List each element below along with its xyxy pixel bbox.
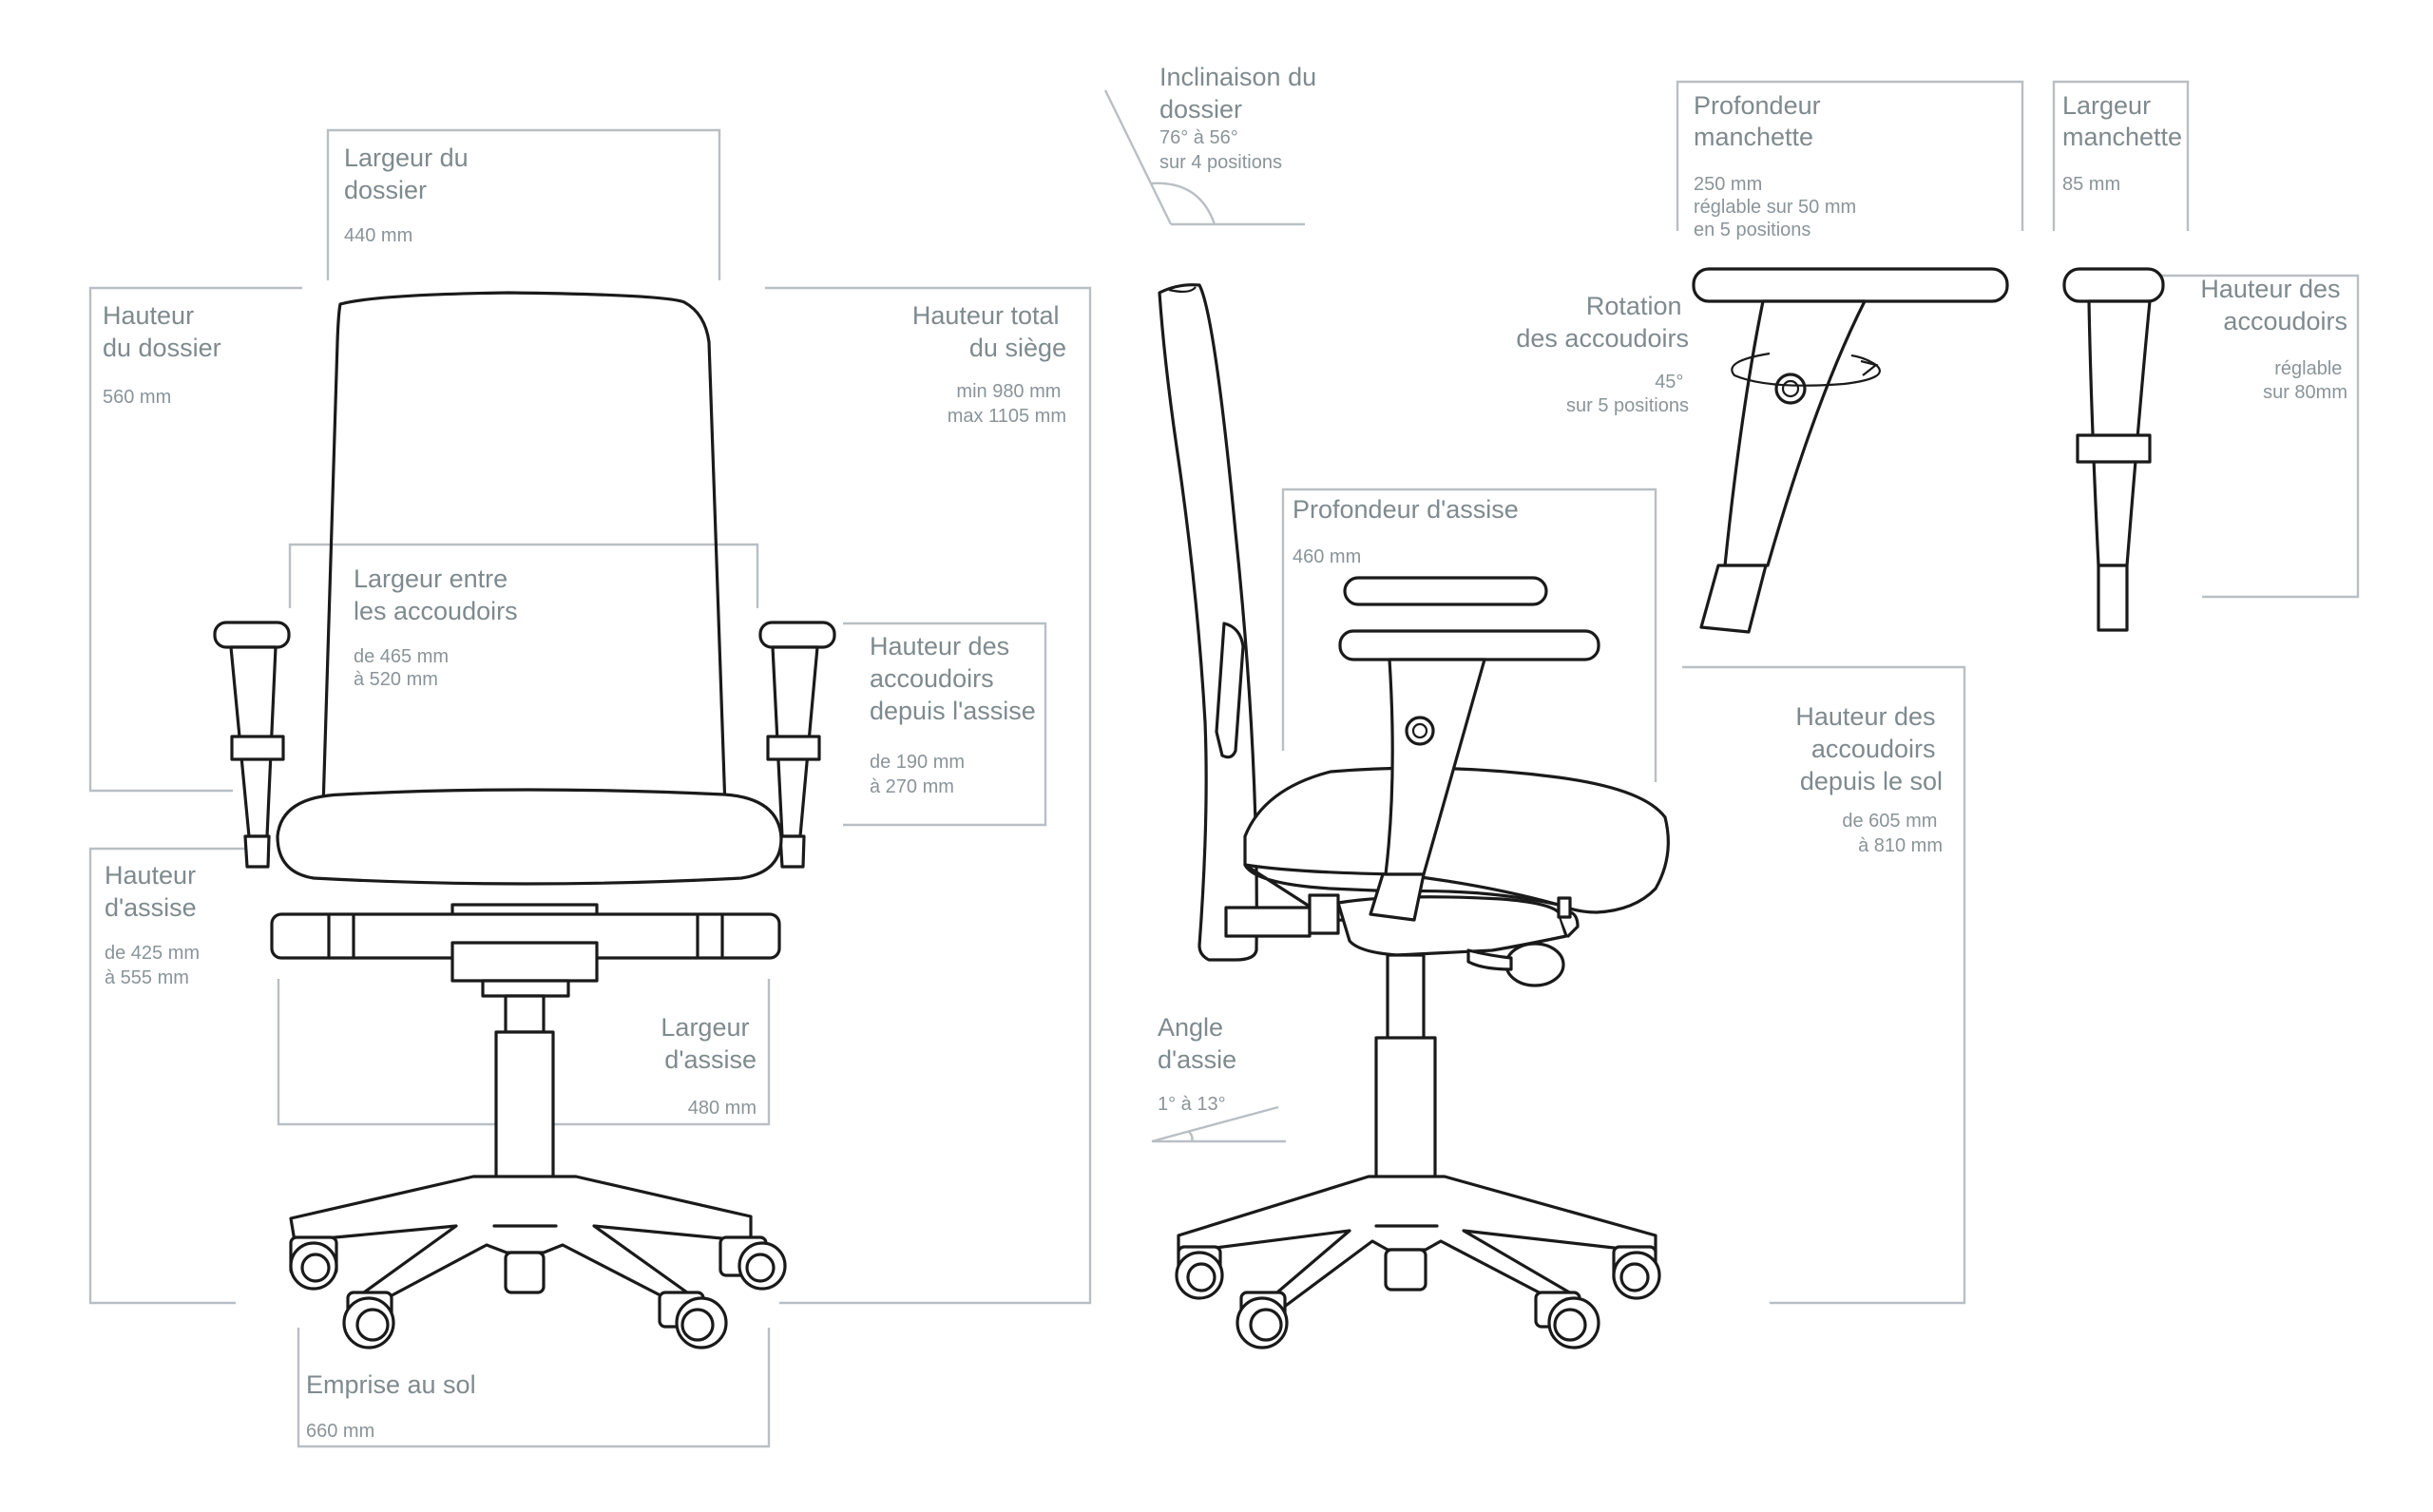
front-base [289, 1175, 753, 1310]
dim-hauteur-assise [88, 847, 264, 1305]
dim-profondeur-assise [1281, 488, 1657, 782]
front-cylinder-top [504, 994, 546, 1034]
label-hauteur-total-value: min 980 mm max 1105 mm [948, 381, 1066, 427]
label-profondeur-assise-value: 460 mm [1293, 546, 1361, 567]
label-angle-assise-value: 1° à 13° [1158, 1094, 1226, 1115]
label-emprise-sol-value: 660 mm [306, 1421, 374, 1442]
dim-hauteur-accoudoirs [2160, 274, 2360, 599]
front-backrest [321, 291, 727, 810]
front-cylinder [494, 1030, 555, 1180]
dim-hauteur-accoudoirs-assise [843, 622, 1047, 827]
label-profondeur-manchette-value: 250 mm réglable sur 50 mm en 5 positions [1694, 174, 1862, 240]
dim-hauteur-total [765, 286, 1092, 1305]
label-emprise-sol-title: Emprise au sol [306, 1370, 476, 1399]
label-inclinaison-value: 76° à 56° sur 4 positions [1159, 127, 1282, 173]
label-rotation-value: 45° sur 5 positions [1566, 372, 1689, 416]
label-hauteur-accoudoirs-assise-value: de 190 mm à 270 mm [870, 752, 970, 797]
side-casters [1175, 1245, 1661, 1349]
label-largeur-assise-title: Largeur d'assise [661, 1013, 757, 1074]
label-hauteur-dossier-title: Hauteur du dossier [103, 301, 221, 362]
label-largeur-accoudoirs-title: Largeur entre les accoudoirs [354, 565, 518, 625]
side-backrest [1158, 283, 1258, 962]
side-seat-rail [1224, 906, 1312, 938]
label-largeur-dossier-value: 440 mm [344, 225, 412, 246]
label-hauteur-accoudoirs-sol-value: de 605 mm à 810 mm [1842, 811, 1943, 856]
side-cylinder-top [1386, 953, 1426, 1044]
label-largeur-manchette-value: 85 mm [2062, 174, 2120, 195]
side-base [1177, 1175, 1657, 1310]
label-inclinaison-title: Inclinaison du dossier [1159, 63, 1324, 124]
front-right-armrest [758, 621, 836, 869]
side-cylinder [1374, 1036, 1437, 1180]
label-hauteur-accoudoirs-value: réglable sur 80mm [2263, 358, 2347, 403]
label-profondeur-assise-title: Profondeur d'assise [1293, 495, 1519, 524]
dim-angle-line [1151, 1105, 1279, 1143]
chair-front-view [213, 291, 836, 1349]
dim-largeur-accoudoirs [288, 543, 759, 608]
front-seat [276, 788, 783, 886]
label-hauteur-assise-title: Hauteur d'assise [105, 861, 203, 922]
side-armrest [1338, 576, 1600, 922]
armrest-detail-front [2062, 267, 2165, 632]
dim-inclinaison-line [1103, 89, 1173, 225]
label-hauteur-dossier-value: 560 mm [103, 387, 171, 408]
front-left-armrest [213, 621, 291, 869]
front-casters [289, 1235, 787, 1349]
dim-inclinaison-arc [1151, 182, 1216, 225]
dim-hauteur-dossier [88, 286, 302, 793]
label-angle-assise-title: Angle d'assie [1158, 1013, 1236, 1074]
label-hauteur-assise-value: de 425 mm à 555 mm [105, 943, 205, 988]
side-paddle [1504, 942, 1565, 987]
dim-largeur-manchette [2052, 80, 2190, 231]
label-largeur-dossier-title: Largeur du dossier [344, 144, 475, 204]
label-largeur-accoudoirs-value: de 465 mm à 520 mm [354, 646, 454, 690]
dim-largeur-dossier [326, 128, 721, 280]
label-largeur-manchette-title: Largeur manchette [2062, 91, 2182, 151]
label-profondeur-manchette-title: Profondeur manchette [1694, 91, 1828, 151]
dim-emprise-sol [297, 1328, 771, 1448]
label-rotation-title: Rotation des accoudoirs [1516, 292, 1689, 353]
dim-hauteur-accoudoirs-sol [1682, 665, 1966, 1305]
label-hauteur-accoudoirs-assise-title: Hauteur des accoudoirs depuis l'assise [870, 632, 1036, 725]
rotation-arrow-icon [1731, 352, 1881, 387]
chair-side-view [1158, 283, 1670, 1349]
label-hauteur-accoudoirs-sol-title: Hauteur des accoudoirs depuis le sol [1795, 702, 1943, 795]
label-hauteur-total-title: Hauteur total du siège [912, 301, 1066, 362]
labels: Largeur du dossier 440 mm Hauteur du dos… [103, 63, 2347, 1442]
dim-angle-arc [1187, 1130, 1194, 1142]
side-lumbar [1215, 622, 1245, 759]
dimension-lines [88, 80, 2360, 1448]
dim-profondeur-manchette [1676, 80, 2024, 231]
armrest-detail-side [1692, 267, 2009, 634]
label-largeur-assise-value: 480 mm [688, 1098, 757, 1119]
label-hauteur-accoudoirs-title: Hauteur des accoudoirs [2200, 275, 2347, 335]
